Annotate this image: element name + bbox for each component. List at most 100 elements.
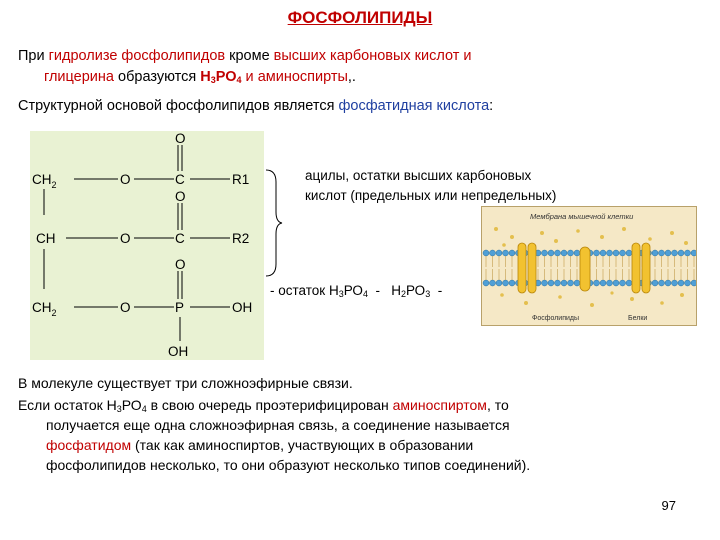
- membrane-svg: Мембрана мышечной клетки Фосфолипиды Бел…: [482, 207, 698, 325]
- lipid-head: [593, 279, 600, 287]
- text: :: [489, 98, 494, 114]
- lipid-head: [606, 249, 613, 257]
- term-h3po4: Н3РО4: [200, 69, 242, 85]
- page-number: 97: [661, 498, 676, 513]
- bracket-icon: [265, 169, 283, 277]
- term-acids: высших карбоновых кислот и: [273, 48, 472, 64]
- lipid-head: [658, 249, 665, 257]
- lipid-head: [495, 279, 503, 287]
- lipid-head: [482, 249, 490, 257]
- structural-formula: CH2 O C R1 O CH O C R2 O CH2 O P OH O OH: [30, 131, 264, 360]
- lipid-head: [567, 249, 574, 257]
- lipid-head: [489, 249, 496, 257]
- term-hydrolysis: гидролизе фосфолипидов: [48, 48, 226, 64]
- acyl-note-line2: кислот (предельных или непредельных): [305, 188, 557, 203]
- lipid-head: [495, 249, 503, 257]
- lipid-head: [599, 279, 607, 287]
- text: кроме: [225, 48, 274, 64]
- lipid-head: [508, 279, 516, 287]
- para1-line2: глицерина образуются Н3РО4 и аминоспирты…: [44, 67, 356, 91]
- formula-ch2-bottom: CH2: [32, 300, 57, 318]
- formula-r1: R1: [232, 172, 249, 187]
- page-title: ФОСФОЛИПИДЫ: [0, 8, 720, 28]
- lipid-head: [489, 279, 496, 287]
- para4-line1: Если остаток Н3РО4 в свою очередь проэте…: [18, 397, 509, 414]
- lipid-head: [541, 249, 548, 257]
- formula-ch2-top: CH2: [32, 172, 57, 190]
- lipid-head: [560, 249, 568, 257]
- lipid-head: [664, 249, 672, 257]
- title-text: ФОСФОЛИПИДЫ: [287, 8, 433, 27]
- lipid-head: [651, 279, 659, 287]
- lipid-head: [671, 279, 678, 287]
- lipid-head: [554, 249, 561, 257]
- lipid-head: [599, 249, 607, 257]
- lipid-head: [560, 279, 568, 287]
- lipid-head: [567, 279, 574, 287]
- lipid-head: [547, 279, 555, 287]
- acyl-note-line1: ацилы, остатки высших карбоновых: [305, 168, 532, 183]
- lipid-head: [593, 249, 600, 257]
- lipid-head: [619, 249, 626, 257]
- formula-c2: C: [175, 231, 185, 246]
- formula-c1: C: [175, 172, 185, 187]
- formula-r2: R2: [232, 231, 249, 246]
- lipid-head: [606, 279, 613, 287]
- text: образуются: [113, 69, 201, 85]
- membrane-illustration: Мембрана мышечной клетки Фосфолипиды Бел…: [481, 206, 698, 326]
- lipid-head: [619, 279, 626, 287]
- formula-o3: O: [120, 300, 131, 315]
- formula-o1: O: [120, 172, 131, 187]
- formula-o2: O: [120, 231, 131, 246]
- residue-note: - остаток Н3РО4 - Н2РО3 -: [270, 283, 443, 299]
- lipid-head: [664, 279, 672, 287]
- para4-line4: фосфолипидов несколько, то они образуют …: [46, 455, 530, 476]
- text: Структурной основой фосфолипидов являетс…: [18, 98, 339, 114]
- lipid-head: [612, 279, 620, 287]
- lipid-head: [625, 279, 633, 287]
- lipid-head: [573, 249, 581, 257]
- formula-od2: O: [175, 189, 186, 204]
- lipid-head: [554, 279, 561, 287]
- term-aminoalcohols: и аминоспирты: [241, 69, 348, 85]
- lipid-head: [684, 279, 691, 287]
- term-phosphatidic-acid: фосфатидная кислота: [338, 98, 490, 114]
- formula-ch: CH: [36, 231, 56, 246]
- acyl-note: ацилы, остатки высших карбоновых кислот …: [305, 166, 556, 206]
- lipid-head: [677, 279, 685, 287]
- membrane-title: Мембрана мышечной клетки: [530, 212, 634, 221]
- text: При: [18, 48, 49, 64]
- para4-line2: получается еще одна сложноэфирная связь,…: [46, 415, 510, 436]
- para4-line2-text: получается еще одна сложноэфирная связь,…: [46, 417, 510, 433]
- membrane-label-phospholipids: Фосфолипиды: [532, 315, 579, 322]
- lipid-head: [690, 279, 698, 287]
- lipid-head: [677, 249, 685, 257]
- text: ,.: [347, 69, 356, 85]
- lipid-head: [658, 279, 665, 287]
- lipid-head: [573, 279, 581, 287]
- formula-od3: O: [175, 257, 186, 272]
- lipid-head: [690, 249, 698, 257]
- formula-oh2: OH: [168, 344, 188, 359]
- para4-line3: фосфатидом (так как аминоспиртов, участв…: [46, 437, 474, 453]
- formula-oh1: OH: [232, 300, 252, 315]
- lipid-head: [612, 249, 620, 257]
- lipid-head: [671, 249, 678, 257]
- lipid-head: [482, 279, 490, 287]
- para3: В молекуле существует три сложноэфирные …: [18, 373, 353, 394]
- para4-line4-text: фосфолипидов несколько, то они образуют …: [46, 457, 531, 473]
- lipid-head: [502, 279, 509, 287]
- formula-svg: CH2 O C R1 O CH O C R2 O CH2 O P OH O OH: [32, 131, 252, 359]
- membrane-label-proteins: Белки: [628, 315, 647, 322]
- para2: Структурной основой фосфолипидов являетс…: [18, 96, 493, 117]
- term-aminoalcohol: аминоспиртом: [392, 397, 487, 413]
- para3-text: В молекуле существует три сложноэфирные …: [18, 375, 353, 391]
- para1-line1: При гидролизе фосфолипидов кроме высших …: [18, 46, 472, 67]
- formula-od1: O: [175, 131, 186, 146]
- term-glycerol: глицерина: [44, 69, 114, 85]
- formula-p: P: [175, 300, 184, 315]
- lipid-head: [684, 249, 691, 257]
- lipid-head: [651, 249, 659, 257]
- lipid-head: [508, 249, 516, 257]
- lipid-head: [547, 249, 555, 257]
